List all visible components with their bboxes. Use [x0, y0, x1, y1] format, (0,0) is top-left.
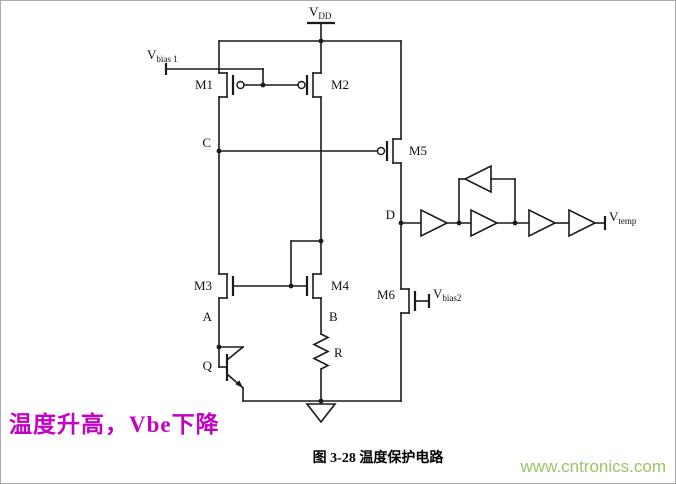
resistor-zigzag	[312, 332, 330, 371]
transistor-m3: M3	[194, 273, 235, 299]
mirror-gate-tie	[232, 238, 324, 289]
inverter-4	[568, 208, 597, 238]
m4-label: M4	[331, 278, 350, 293]
figure-caption: 图 3-28 温度保护电路	[312, 451, 444, 466]
junction-dot	[318, 38, 324, 44]
node-d-label: D	[386, 207, 395, 222]
node-a-label: A	[203, 309, 213, 324]
junction-dot	[216, 344, 222, 350]
inverter-3	[528, 208, 557, 238]
vtemp-label: Vtemp	[609, 209, 637, 226]
watermark: www.cntronics.com	[520, 457, 666, 476]
m3-label: M3	[194, 278, 212, 293]
r-label: R	[334, 345, 343, 360]
inverter-chain: Vtemp	[400, 208, 637, 238]
m5-label: M5	[409, 143, 427, 158]
node-b-label: B	[329, 309, 338, 324]
emitter-arrow	[235, 380, 243, 388]
vdd-label: VDD	[309, 4, 332, 21]
node-c: C	[202, 135, 379, 154]
transistor-m2: M2	[297, 72, 349, 98]
feedback-inverter	[463, 164, 492, 194]
transistor-m6: M6 Vbias2	[377, 286, 461, 314]
vbias1-terminal: Vbias 1	[147, 47, 266, 88]
m1-label: M1	[195, 77, 213, 92]
transistor-m4: M4	[305, 273, 350, 299]
collector	[225, 345, 245, 362]
inverter-1	[420, 208, 449, 238]
m6-label: M6	[377, 287, 396, 302]
circuit-wires	[218, 22, 402, 402]
vbias1-label: Vbias 1	[147, 47, 178, 64]
pmos-bubble	[376, 146, 386, 156]
vbias2-label: Vbias2	[433, 286, 461, 303]
inverter-2	[470, 208, 499, 238]
bjt-q: Q	[203, 344, 245, 402]
m2-label: M2	[331, 77, 349, 92]
node-c-label: C	[202, 135, 211, 150]
vdd-terminal: VDD	[307, 4, 335, 44]
transistor-m1: M1	[195, 72, 245, 98]
junction-dot	[318, 238, 324, 244]
feedback-latch	[458, 164, 516, 224]
resistor-r: R	[312, 332, 343, 371]
transistor-m5: M5	[376, 138, 427, 164]
ground-triangle	[305, 403, 337, 424]
pmos-bubble	[297, 80, 306, 90]
q-label: Q	[203, 358, 213, 373]
temperature-note: 温度升高，Vbe下降	[9, 412, 220, 437]
pmos-bubble	[236, 80, 245, 90]
ground-symbol	[305, 398, 337, 424]
